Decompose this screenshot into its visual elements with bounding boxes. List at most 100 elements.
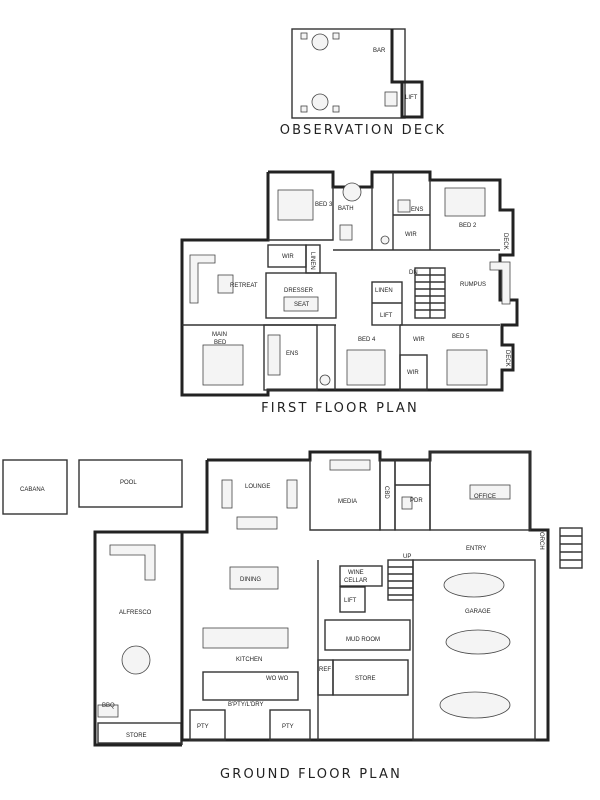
room-label-dining: DINING bbox=[240, 577, 261, 583]
bbq-unit bbox=[97, 704, 119, 718]
bed3-wall bbox=[268, 187, 334, 241]
room-label-bed4: BED 4 bbox=[358, 337, 376, 343]
room-label-store-gf: STORE bbox=[355, 676, 376, 682]
room-label-office: OFFICE bbox=[474, 494, 496, 500]
deck-chair bbox=[332, 32, 340, 40]
main-bed-bed bbox=[202, 344, 244, 386]
deck-chair bbox=[332, 105, 340, 113]
pty-left-box bbox=[189, 709, 226, 741]
observation-deck-title: OBSERVATION DECK bbox=[280, 123, 447, 138]
observation-deck: BAR LIFT bbox=[291, 28, 424, 119]
room-label-deck-lower: DECK bbox=[504, 350, 510, 367]
room-label-mud-room: MUD ROOM bbox=[346, 637, 380, 643]
bar-wall bbox=[390, 29, 405, 84]
pdr-basin bbox=[401, 496, 413, 510]
mud-room-box bbox=[324, 619, 411, 651]
wine-cellar-box bbox=[339, 565, 383, 587]
garage-car-2 bbox=[445, 629, 511, 655]
bath-tub bbox=[342, 182, 362, 202]
dresser-seat bbox=[283, 296, 319, 312]
room-label-pty-left: PTY bbox=[197, 724, 209, 730]
bed2-bed bbox=[444, 187, 486, 217]
room-label-cabana: CABANA bbox=[20, 487, 45, 493]
garage-box bbox=[412, 559, 536, 741]
bath-vanity bbox=[339, 224, 353, 241]
first-floor-outer-wall bbox=[180, 170, 519, 397]
main-ensuite-box bbox=[263, 324, 318, 391]
cabana-outline bbox=[2, 459, 68, 515]
alfresco-sofa bbox=[109, 544, 156, 581]
gf-lift-box bbox=[339, 586, 366, 613]
room-label-retreat: RETREAT bbox=[230, 283, 258, 289]
ens-toilet bbox=[380, 235, 390, 245]
room-label-dn: DN bbox=[409, 270, 418, 276]
bed3-bed bbox=[277, 189, 314, 221]
room-label-kitchen: KITCHEN bbox=[236, 657, 262, 663]
dresser-room bbox=[265, 272, 337, 319]
retreat-table bbox=[217, 274, 234, 294]
room-label-main-bed-1: MAIN bbox=[212, 332, 227, 338]
rumpus-sofa bbox=[489, 261, 511, 305]
ref-box bbox=[317, 659, 334, 696]
lounge-sofa-right bbox=[286, 479, 298, 509]
pdr-box bbox=[394, 459, 431, 531]
room-label-bath: BATH bbox=[338, 206, 354, 212]
room-label-garage: GARAGE bbox=[465, 609, 491, 615]
kitchen-island bbox=[202, 627, 289, 649]
porch-steps bbox=[559, 527, 583, 569]
first-floor-title: FIRST FLOOR PLAN bbox=[261, 401, 419, 416]
ground-floor: CABANA POOL ALFRESCO BBQ STORE LOUNGE ME… bbox=[2, 450, 583, 747]
room-label-bar: BAR bbox=[373, 48, 386, 54]
dining-table bbox=[229, 566, 279, 590]
room-label-alfresco: ALFRESCO bbox=[119, 610, 152, 616]
room-label-bbq: BBQ bbox=[102, 703, 115, 709]
room-label-wir-retreat: WIR bbox=[282, 254, 294, 260]
room-label-wir-bed4: WIR bbox=[413, 337, 425, 343]
room-label-pool: POOL bbox=[120, 480, 137, 486]
retreat-sofa bbox=[189, 254, 216, 304]
deck-table-top bbox=[311, 33, 329, 51]
room-label-wir-bed5: WIR bbox=[407, 370, 419, 376]
room-label-store-alfresco: STORE bbox=[126, 733, 147, 739]
room-label-pty-right: PTY bbox=[282, 724, 294, 730]
room-label-main-bed-2: BED bbox=[214, 340, 227, 346]
room-label-up: UP bbox=[403, 554, 411, 560]
garage-car-3 bbox=[439, 691, 511, 719]
room-label-dresser: DRESSER bbox=[284, 288, 314, 294]
room-label-cbd: CBD bbox=[383, 486, 389, 499]
room-label-bed5: BED 5 bbox=[452, 334, 470, 340]
bed4-bed bbox=[346, 349, 386, 386]
room-label-entry: ENTRY bbox=[466, 546, 486, 552]
main-ens-vanity bbox=[267, 334, 281, 376]
deck-cabinet bbox=[384, 91, 398, 107]
deck-outline bbox=[291, 28, 406, 119]
room-label-wine-cellar-1: WINE bbox=[348, 570, 364, 576]
deck-chair bbox=[300, 105, 308, 113]
ground-floor-stairs bbox=[387, 559, 414, 601]
room-label-lounge: LOUNGE bbox=[245, 484, 270, 490]
deck-table-bottom bbox=[311, 93, 329, 111]
room-label-porch: PORCH bbox=[538, 528, 544, 550]
office-box bbox=[429, 451, 531, 531]
room-label-pdr: PDR bbox=[410, 498, 423, 504]
room-label-ens-main: ENS bbox=[286, 351, 298, 357]
room-label-media: MEDIA bbox=[338, 499, 357, 505]
ens-basin bbox=[397, 199, 411, 213]
ground-floor-title: GROUND FLOOR PLAN bbox=[220, 767, 402, 782]
main-ens-toilet bbox=[319, 374, 331, 386]
deck-lift-shaft bbox=[400, 80, 424, 119]
pool-outline bbox=[78, 459, 183, 508]
room-label-wir-upper: WIR bbox=[405, 232, 417, 238]
room-label-linen1: LINEN bbox=[309, 252, 315, 270]
room-label-seat: SEAT bbox=[294, 302, 310, 308]
deck-chair bbox=[300, 32, 308, 40]
lounge-sofa-bottom bbox=[236, 516, 278, 530]
first-floor-stairs bbox=[414, 267, 446, 319]
bed5-bed bbox=[446, 349, 488, 386]
alfresco-table bbox=[121, 645, 151, 675]
media-sofa bbox=[329, 459, 371, 471]
first-floor: BED 3 BATH ENS BED 2 WIR DECK WIR LINEN … bbox=[180, 170, 519, 397]
garage-car-1 bbox=[443, 572, 505, 598]
lounge-sofa-left bbox=[221, 479, 233, 509]
